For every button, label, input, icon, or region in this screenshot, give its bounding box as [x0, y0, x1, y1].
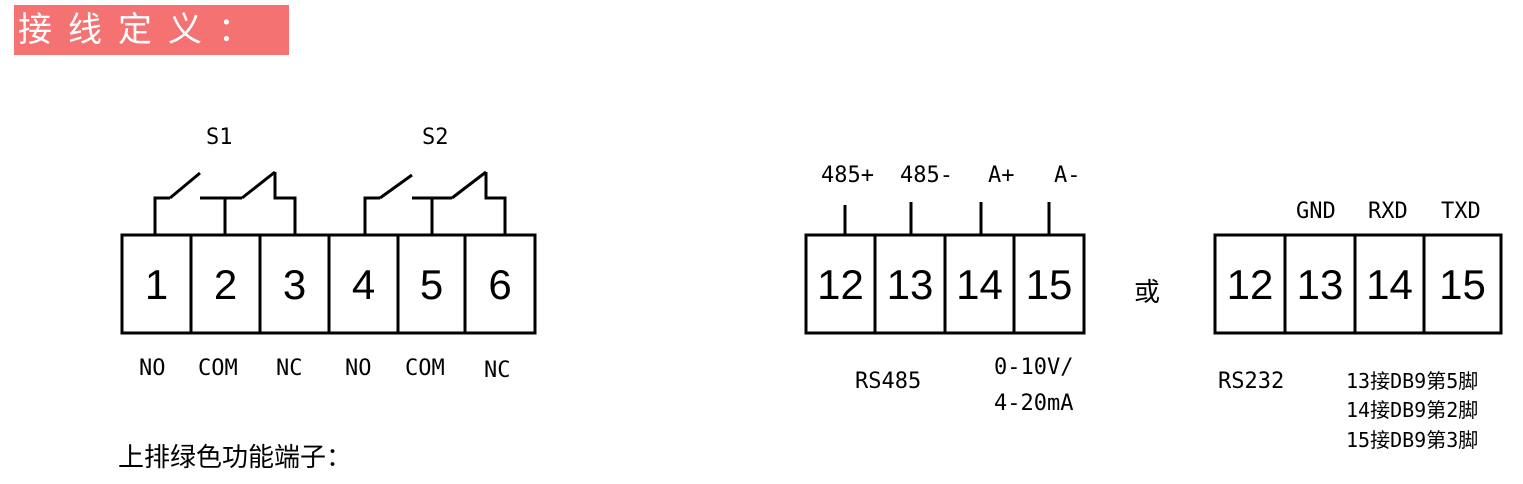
rs232-terminal-block: [1213, 233, 1503, 335]
terminal-label-com: COM: [198, 356, 238, 381]
pin-label-a-minus: A-: [1054, 163, 1081, 188]
analog-output-label-line1: 0-10V/: [994, 355, 1074, 380]
terminal-number: 3: [282, 261, 307, 308]
terminal-number: 1: [144, 261, 169, 308]
terminal-label-nc: NC: [276, 356, 303, 381]
terminal-number: 12: [1226, 261, 1274, 308]
or-separator: 或: [1134, 278, 1161, 308]
rs232-note: 14接DB9第2脚: [1346, 398, 1479, 422]
switch-label-s1: S1: [206, 125, 233, 150]
terminal-number: 14: [956, 261, 1003, 308]
pin-label-485-minus: 485-: [900, 163, 953, 188]
rs232-note: 15接DB9第3脚: [1346, 428, 1479, 452]
terminal-number: 13: [886, 261, 934, 308]
rs485-caption: RS485: [855, 369, 922, 394]
terminal-number: 5: [419, 261, 444, 308]
rs232-note: 13接DB9第5脚: [1346, 369, 1479, 393]
terminal-number: 2: [213, 261, 238, 308]
relay-s1-contacts: [153, 170, 297, 235]
pin-label-a-plus: A+: [988, 163, 1015, 188]
section-header-banner: [14, 5, 289, 55]
analog-output-label-line2: 4-20mA: [994, 391, 1074, 416]
terminal-label-no: NO: [345, 356, 372, 381]
pin-label-rxd: RXD: [1368, 199, 1408, 224]
terminal-number: 12: [817, 261, 864, 308]
pin-label-txd: TXD: [1441, 199, 1481, 224]
footer-caption: 上排绿色功能端子：: [118, 443, 353, 473]
terminal-number: 4: [351, 261, 376, 308]
terminal-number: 15: [1025, 261, 1073, 308]
pin-label-485-plus: 485+: [821, 163, 874, 188]
terminal-number: 13: [1296, 261, 1344, 308]
terminal-number: 6: [488, 261, 512, 308]
section-header-title: 接线定义：: [18, 10, 268, 50]
rs232-caption: RS232: [1218, 369, 1285, 394]
relay-s2-contacts: [363, 170, 507, 235]
terminal-number: 15: [1439, 261, 1486, 308]
terminal-label-com: COM: [405, 356, 445, 381]
switch-label-s2: S2: [422, 125, 449, 150]
terminal-label-no: NO: [139, 356, 166, 381]
pin-label-gnd: GND: [1296, 199, 1336, 224]
terminal-number: 14: [1366, 261, 1413, 308]
terminal-label-nc: NC: [484, 358, 511, 383]
